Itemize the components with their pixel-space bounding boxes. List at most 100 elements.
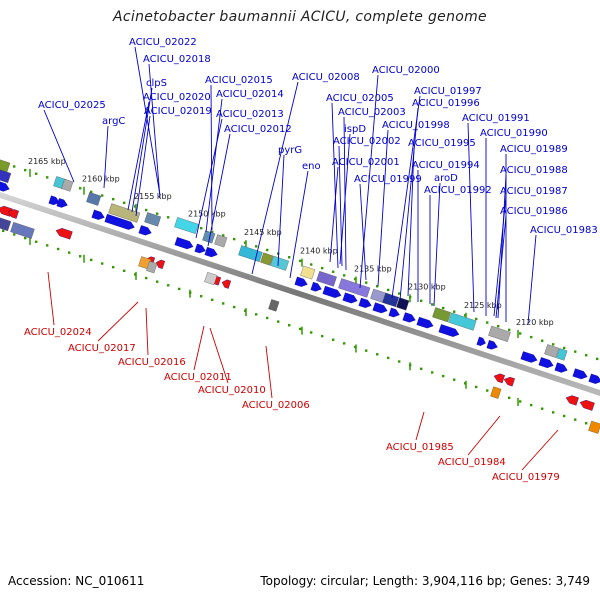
forward-label-leader (391, 95, 421, 299)
forward-gene-arrow (104, 213, 135, 230)
forward-gene-arrow (358, 297, 372, 308)
ruler-dot (244, 309, 247, 312)
forward-gene-label: ACICU_02014 (216, 89, 284, 100)
reverse-gene-label: ACICU_01985 (386, 442, 454, 453)
ruler-dot (200, 295, 203, 298)
reverse-label-leader (521, 429, 559, 471)
ruler-label: 2150 kbp (188, 210, 226, 219)
forward-gene-label: ACICU_02015 (205, 75, 273, 86)
forward-gene-arrow (572, 368, 588, 380)
ruler-dot (398, 360, 401, 363)
forward-feature-box (144, 212, 162, 227)
reverse-gene-arrow (503, 376, 515, 387)
ruler-dot (365, 349, 368, 352)
forward-gene-arrow (138, 225, 152, 236)
forward-gene-label: ACICU_02000 (372, 65, 440, 76)
forward-gene-arrow (476, 336, 486, 346)
ruler-dot (585, 422, 588, 425)
forward-gene-arrow (388, 307, 400, 318)
forward-gene-label: argC (102, 116, 125, 127)
ruler-dot (266, 248, 269, 252)
forward-label-leader (433, 182, 441, 307)
forward-feature-box (396, 297, 410, 311)
ruler-dot (123, 269, 126, 272)
reverse-feature-box (146, 260, 158, 274)
ruler-dot (255, 245, 258, 248)
ruler-dot (398, 292, 401, 295)
ruler-dot (508, 396, 511, 400)
ruler-label: 2160 kbp (82, 175, 120, 184)
reverse-gene-label: ACICU_02017 (68, 343, 136, 354)
forward-gene-label: ACICU_02003 (338, 107, 406, 118)
forward-gene-arrow (416, 316, 434, 329)
ruler-dot (431, 303, 434, 306)
ruler-dot (233, 305, 236, 309)
reverse-feature-box (490, 386, 502, 399)
reverse-label-leader (467, 415, 501, 456)
forward-feature-box (108, 203, 141, 223)
forward-gene-arrow (48, 195, 60, 206)
reverse-feature-box (204, 272, 218, 286)
ruler-dot (508, 328, 511, 332)
ruler-dot (596, 357, 599, 361)
ruler-dot (90, 190, 93, 194)
forward-label-leader (134, 46, 161, 196)
ruler-dot (332, 338, 335, 341)
forward-label-leader (277, 154, 285, 267)
genome-summary-text: Topology: circular; Length: 3,904,116 bp… (260, 574, 590, 588)
ruler-dot (464, 314, 467, 317)
ruler-dot (68, 251, 71, 254)
forward-gene-label: ACICU_01996 (412, 98, 480, 109)
forward-feature-box (556, 348, 568, 361)
ruler-dot (134, 273, 137, 276)
forward-gene-arrow (294, 276, 308, 287)
forward-feature-box (488, 325, 511, 342)
reverse-label-leader (265, 345, 273, 399)
reverse-label-leader (47, 271, 55, 326)
ruler-dot (585, 354, 588, 357)
ruler-dot (101, 194, 104, 197)
ruler-label: 2155 kbp (134, 192, 172, 201)
ruler-dot (145, 276, 148, 280)
reverse-gene-label: ACICU_02011 (164, 372, 232, 383)
forward-label-leader (289, 170, 309, 279)
forward-label-leader (359, 183, 367, 281)
forward-gene-label: ispD (344, 124, 366, 135)
forward-label-leader (103, 125, 109, 189)
ruler-dot (442, 306, 445, 310)
ruler-dot (354, 277, 357, 281)
ruler-dot (79, 187, 82, 190)
forward-gene-arrow (520, 351, 538, 363)
ruler-dot (343, 342, 346, 345)
ruler-dot (442, 374, 445, 378)
forward-gene-label: ACICU_02022 (129, 37, 197, 48)
ruler-dot (13, 165, 16, 168)
forward-gene-label: ACICU_02020 (143, 92, 211, 103)
reverse-gene-label: ACICU_02016 (118, 357, 186, 368)
forward-gene-label: ACICU_01989 (500, 144, 568, 155)
reverse-gene-arrow (493, 373, 505, 384)
ruler-dot (145, 208, 148, 212)
forward-gene-label: ACICU_02019 (144, 106, 212, 117)
forward-feature-box (544, 344, 560, 358)
forward-gene-arrow (438, 324, 460, 337)
forward-gene-label: ACICU_01987 (500, 186, 568, 197)
reverse-label-leader (145, 307, 149, 356)
ruler-label: 2165 kbp (28, 157, 66, 166)
ruler-dot (46, 176, 49, 179)
forward-label-leader (329, 166, 339, 263)
ruler-dot (211, 230, 214, 234)
ruler-dot (277, 252, 280, 255)
forward-gene-label: ACICU_02025 (38, 100, 106, 111)
ruler-dot (222, 302, 225, 305)
forward-gene-label: ACICU_01990 (480, 128, 548, 139)
ruler-dot (321, 266, 324, 270)
ruler-dot (90, 258, 93, 262)
reverse-label-leader (193, 325, 205, 371)
ruler-dot (574, 350, 577, 353)
forward-feature-box (0, 169, 12, 184)
reverse-feature-box (588, 420, 600, 434)
ruler-dot (46, 244, 49, 247)
